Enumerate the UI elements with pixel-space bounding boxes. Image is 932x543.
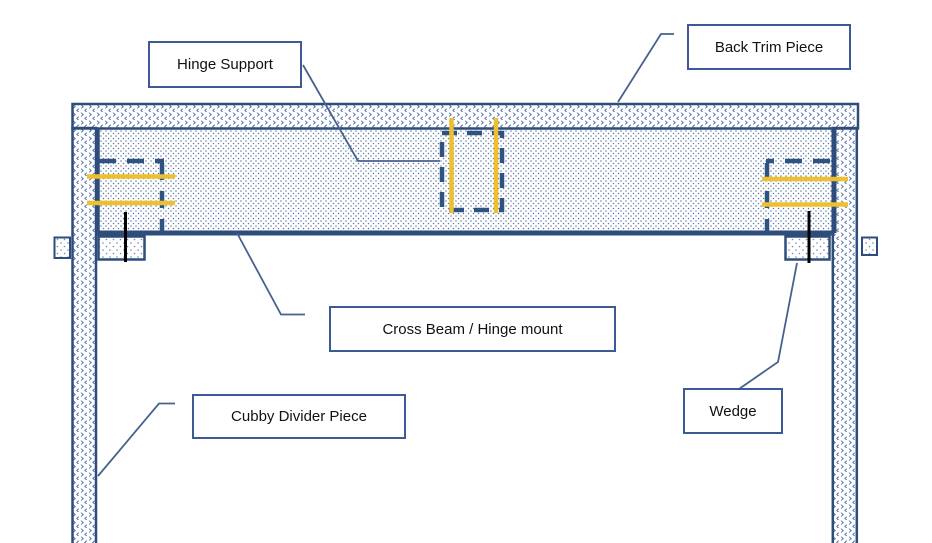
- tab-left: [53, 236, 71, 259]
- label-wedge-text: Wedge: [709, 402, 757, 420]
- hinge-support-center-dashed: [439, 130, 505, 213]
- label-cubby-divider: Cubby Divider Piece: [192, 394, 406, 439]
- label-cross-beam-text: Cross Beam / Hinge mount: [382, 320, 563, 338]
- cross-beam-body: [97, 129, 832, 233]
- label-cross-beam: Cross Beam / Hinge mount: [329, 306, 616, 352]
- label-wedge: Wedge: [683, 388, 783, 434]
- label-back-trim-piece-text: Back Trim Piece: [714, 38, 824, 56]
- leader-cross-beam: [236, 232, 305, 316]
- label-cubby-divider-text: Cubby Divider Piece: [231, 408, 367, 425]
- tab-right: [861, 236, 878, 256]
- leader-hinge-support: [302, 64, 440, 162]
- label-back-trim-piece: Back Trim Piece: [687, 24, 851, 70]
- back-trim-piece-shape: [71, 102, 860, 130]
- hinge-pocket-right-dashed: [764, 158, 830, 233]
- leader-cubby-divider: [97, 402, 175, 477]
- leader-wedge: [738, 262, 798, 390]
- wedge-block-left: [97, 235, 146, 261]
- label-hinge-support: Hinge Support: [148, 41, 302, 88]
- label-hinge-support-text: Hinge Support: [177, 56, 273, 73]
- leader-back-trim: [617, 33, 674, 103]
- cubby-divider-post-left: [71, 126, 98, 543]
